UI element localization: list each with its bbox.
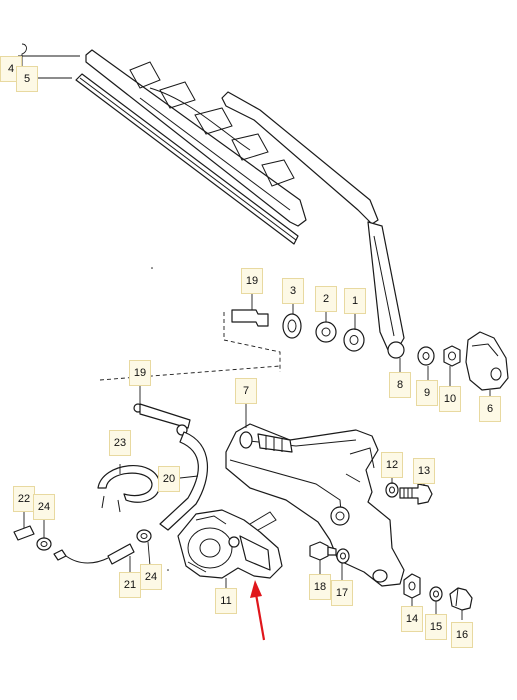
assembly-path-upper [223,312,281,372]
wiper-blade-rubber [75,73,299,245]
wiper-blade-frame [85,49,307,227]
nut-14 [403,573,421,599]
bolt-13 [399,483,433,505]
callout-15[interactable]: 15 [425,614,447,640]
callout-14[interactable]: 14 [401,606,423,632]
clamp-24b [136,529,152,543]
callout-18[interactable]: 18 [309,574,331,600]
tube-21 [53,543,135,565]
leader-lines [18,43,491,620]
washer-12 [385,482,399,498]
callout-24-left[interactable]: 24 [33,494,55,520]
clamp-24a [36,537,52,551]
callout-11[interactable]: 11 [215,588,237,614]
bolt-18 [309,541,337,561]
callout-6[interactable]: 6 [479,396,501,422]
callout-12[interactable]: 12 [381,452,403,478]
callout-24-right[interactable]: 24 [140,564,162,590]
nut-1 [343,328,365,352]
callout-20[interactable]: 20 [158,466,180,492]
callout-3[interactable]: 3 [282,278,304,304]
callout-22[interactable]: 22 [13,486,35,512]
clip-band-23 [97,464,161,513]
callout-8[interactable]: 8 [389,372,411,398]
washer-17 [336,548,350,564]
wiper-frame-7 [225,423,405,587]
hose-20 [159,431,208,531]
callout-5[interactable]: 5 [16,66,38,92]
callout-9[interactable]: 9 [416,380,438,406]
stray-mark [167,569,169,571]
callout-19-upper[interactable]: 19 [241,268,263,294]
callout-21[interactable]: 21 [119,572,141,598]
cap-nut-16 [449,587,473,611]
grommet-2 [315,321,337,343]
callout-2[interactable]: 2 [315,286,337,312]
callout-7[interactable]: 7 [235,378,257,404]
callout-17[interactable]: 17 [331,580,353,606]
highlight-arrow [250,580,266,641]
wiper-motor-11 [177,509,283,579]
callout-23[interactable]: 23 [109,430,131,456]
callout-16[interactable]: 16 [451,622,473,648]
callout-1[interactable]: 1 [344,288,366,314]
callout-19-lower[interactable]: 19 [129,360,151,386]
stray-mark [151,267,153,269]
cap-6 [465,331,509,391]
washer-15 [429,586,443,602]
shaft-pin-19 [231,309,269,327]
callout-13[interactable]: 13 [413,458,435,484]
seal-3 [282,313,302,339]
nut-10 [443,345,461,367]
washer-9 [417,346,435,366]
wiper-arm [221,91,405,359]
linkage-rod [133,403,191,436]
tube-22 [13,525,35,541]
callout-10[interactable]: 10 [439,386,461,412]
